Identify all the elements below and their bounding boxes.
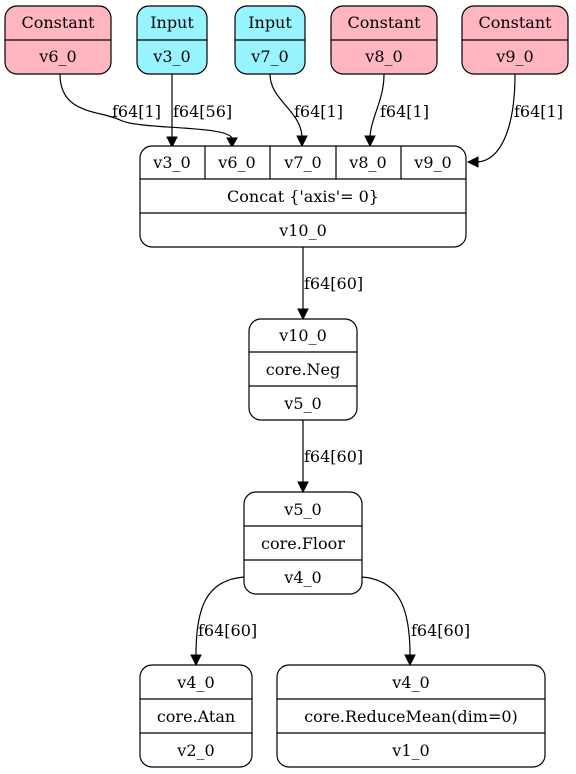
edge-label: f64[60]	[198, 621, 257, 640]
edge-neg-to-floor: f64[60]	[297, 420, 363, 494]
output-label: v2_0	[176, 741, 214, 760]
input-label: v4_0	[176, 673, 214, 692]
concat-node[interactable]: v3_0 v6_0 v7_0 v8_0 v9_0 Concat {'axis'=…	[139, 145, 467, 248]
atan-node[interactable]: v4_0 core.Atan v2_0	[139, 664, 253, 768]
node-kind-label: Constant	[21, 13, 95, 32]
edge-concat-to-neg: f64[60]	[297, 247, 363, 321]
edge-label: f64[60]	[304, 274, 363, 293]
concat-input-port: v7_0	[283, 153, 321, 172]
node-kind-label: Constant	[347, 13, 421, 32]
input-label: v4_0	[391, 673, 429, 692]
op-label: core.ReduceMean(dim=0)	[304, 707, 518, 726]
edge-floor-to-atan: f64[60]	[190, 576, 257, 667]
op-label: core.Floor	[261, 534, 345, 553]
edge-label: f64[1]	[514, 102, 563, 121]
node-kind-label: Input	[248, 13, 292, 32]
constant-node-v6[interactable]: Constant v6_0	[4, 5, 112, 75]
output-label: v10_0	[278, 221, 327, 240]
edge-v9-to-concat: f64[1]	[466, 73, 563, 168]
op-label: Concat {'axis'= 0}	[227, 187, 379, 206]
edge-label: f64[60]	[411, 621, 470, 640]
edge-label: f64[1]	[294, 102, 343, 121]
edge-label: f64[1]	[380, 102, 429, 121]
edge-label: f64[56]	[173, 102, 232, 121]
node-value-label: v6_0	[38, 47, 76, 66]
constant-node-v8[interactable]: Constant v8_0	[330, 5, 438, 75]
input-node-v7[interactable]: Input v7_0	[234, 5, 306, 75]
edge-v6-to-concat: f64[1]	[59, 73, 238, 149]
concat-input-port: v9_0	[413, 153, 451, 172]
node-kind-label: Input	[150, 13, 194, 32]
edge-v3-to-concat: f64[56]	[166, 74, 232, 149]
node-value-label: v9_0	[495, 47, 533, 66]
op-label: core.Atan	[157, 707, 235, 726]
concat-input-port: v6_0	[217, 153, 255, 172]
input-label: v10_0	[278, 326, 327, 345]
node-kind-label: Constant	[478, 13, 552, 32]
node-value-label: v7_0	[250, 47, 288, 66]
edge-floor-to-reducemean: f64[60]	[361, 576, 470, 667]
output-label: v5_0	[283, 394, 321, 413]
concat-input-port: v3_0	[152, 153, 190, 172]
input-label: v5_0	[283, 500, 321, 519]
edge-label: f64[1]	[112, 102, 161, 121]
concat-input-port: v8_0	[348, 153, 386, 172]
output-label: v4_0	[283, 568, 321, 587]
constant-node-v9[interactable]: Constant v9_0	[461, 5, 569, 75]
edge-label: f64[60]	[304, 447, 363, 466]
node-value-label: v8_0	[364, 47, 402, 66]
edge-v7-to-concat: f64[1]	[269, 73, 343, 148]
op-label: core.Neg	[266, 360, 341, 379]
floor-node[interactable]: v5_0 core.Floor v4_0	[243, 491, 363, 595]
edge-v8-to-concat: f64[1]	[364, 73, 429, 148]
reducemean-node[interactable]: v4_0 core.ReduceMean(dim=0) v1_0	[276, 664, 546, 768]
node-value-label: v3_0	[152, 47, 190, 66]
output-label: v1_0	[391, 741, 429, 760]
neg-node[interactable]: v10_0 core.Neg v5_0	[248, 318, 358, 421]
input-node-v3[interactable]: Input v3_0	[136, 5, 208, 75]
